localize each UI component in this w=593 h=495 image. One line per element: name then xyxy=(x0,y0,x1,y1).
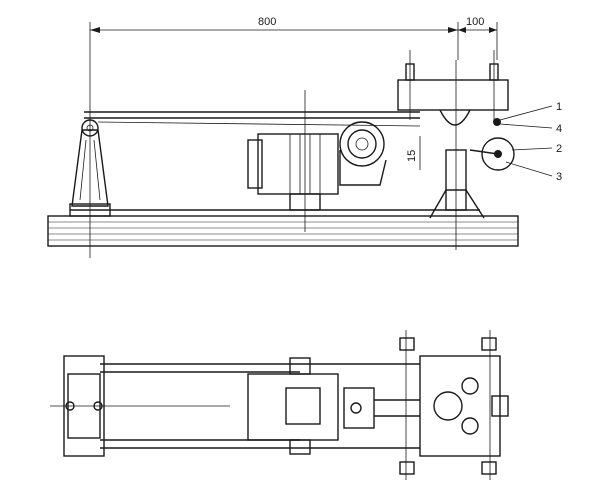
cam-roller xyxy=(469,118,515,171)
dimension-800: 800 xyxy=(89,16,459,108)
right-frame xyxy=(397,50,509,250)
dimension-800-label: 800 xyxy=(258,16,276,28)
plan-left-end xyxy=(50,355,230,457)
dimension-15: 15 xyxy=(406,136,421,170)
motor xyxy=(247,90,339,232)
callout-4: 4 xyxy=(556,123,562,135)
plan-view xyxy=(50,330,509,480)
dimension-15-label: 15 xyxy=(406,150,418,162)
horizontal-bar xyxy=(84,111,421,127)
callouts: 1 4 2 3 xyxy=(499,101,562,183)
plan-reducer xyxy=(343,387,420,429)
plan-right-assembly xyxy=(399,330,509,480)
callout-3: 3 xyxy=(556,171,562,183)
callout-2: 2 xyxy=(556,143,562,155)
gear-reducer xyxy=(339,121,387,186)
plan-motor xyxy=(247,357,339,455)
base-plate xyxy=(47,209,519,247)
callout-1: 1 xyxy=(556,101,562,113)
dimension-100: 100 xyxy=(458,16,498,60)
elevation-view: 800 100 xyxy=(47,16,562,258)
dimension-100-label: 100 xyxy=(466,16,484,28)
left-support xyxy=(69,108,111,258)
